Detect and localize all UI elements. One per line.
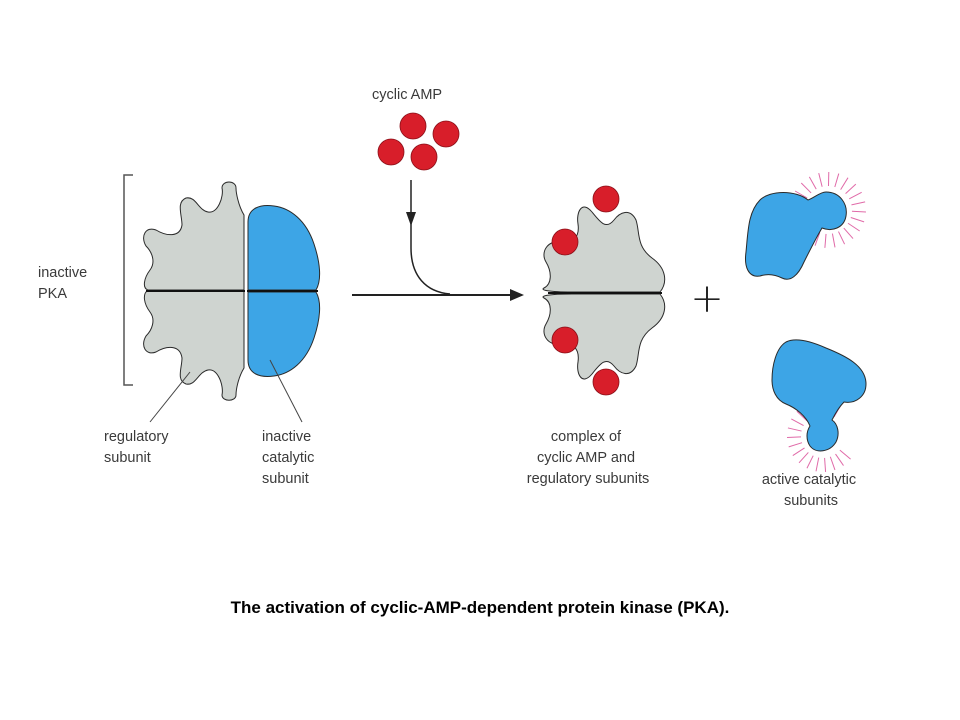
cyclic-amp-molecules bbox=[377, 112, 460, 171]
activity-glow-ray bbox=[831, 233, 836, 248]
activity-glow-ray bbox=[834, 173, 840, 188]
active-catalytic-top-body bbox=[745, 191, 847, 280]
activity-glow-ray bbox=[814, 232, 821, 246]
camp-arrow-head bbox=[406, 212, 416, 226]
activity-glow-ray bbox=[787, 436, 802, 438]
active-catalytic-subunit-top bbox=[745, 171, 866, 280]
activity-glow-ray bbox=[829, 456, 836, 471]
inactive-catalytic-subunit-label: inactive catalytic subunit bbox=[262, 429, 318, 487]
activity-glow-ray bbox=[791, 418, 804, 427]
regulatory-subunit-label-line1: regulatory bbox=[104, 429, 169, 445]
activity-glow-ray bbox=[851, 210, 866, 213]
bound-camp-molecule bbox=[592, 368, 620, 396]
activity-glow-ray bbox=[847, 222, 860, 232]
plus-sign: + bbox=[690, 276, 724, 322]
regulatory-subunit-label-line2: subunit bbox=[104, 450, 151, 466]
regulatory-subunit-bottom bbox=[143, 289, 245, 401]
bound-camp-molecules bbox=[551, 185, 620, 396]
active-catalytic-bottom-body bbox=[771, 339, 867, 452]
catalytic-subunit-top bbox=[247, 205, 321, 291]
activity-glow-ray bbox=[840, 177, 849, 190]
inactive-pka-label: inactive PKA bbox=[38, 265, 91, 302]
figure-caption: The activation of cyclic-AMP-dependent p… bbox=[231, 598, 730, 617]
activity-glow-ray bbox=[788, 442, 803, 448]
activity-glow-ray bbox=[794, 190, 808, 199]
complex-label-line2: cyclic AMP and bbox=[537, 450, 635, 466]
catalytic-leader-line bbox=[269, 359, 303, 423]
activity-glow-ray bbox=[849, 191, 862, 200]
inactive-catalytic-subunits bbox=[247, 205, 321, 377]
activity-glow-ray bbox=[800, 182, 812, 194]
activity-glow-ray bbox=[838, 231, 846, 245]
camp-molecule bbox=[410, 143, 438, 171]
activity-glow-ray bbox=[824, 457, 827, 472]
camp-regulatory-complex bbox=[542, 206, 666, 380]
activity-glow-ray bbox=[798, 452, 809, 464]
regulatory-subunit-label: regulatory subunit bbox=[104, 429, 173, 466]
active-catalytic-subunits-label: active catalytic subunits bbox=[762, 472, 860, 509]
activity-glow-ray bbox=[796, 410, 808, 422]
complex-label-line3: regulatory subunits bbox=[527, 471, 650, 487]
activity-glow-ray bbox=[806, 455, 814, 469]
activity-glow-ray bbox=[839, 449, 851, 460]
activity-glow-ray bbox=[845, 183, 857, 195]
inactive-regulatory-subunits bbox=[143, 181, 245, 401]
camp-molecule bbox=[399, 112, 427, 140]
activity-glow-ray bbox=[824, 233, 827, 248]
regulatory-leader-line bbox=[149, 371, 191, 423]
inactive-pka-label-line2: PKA bbox=[38, 286, 67, 302]
activity-glow bbox=[794, 171, 866, 248]
complex-regulatory-top bbox=[542, 206, 666, 293]
activity-glow-ray bbox=[792, 447, 805, 456]
complex-regulatory-bottom bbox=[542, 293, 666, 380]
camp-molecule bbox=[432, 120, 460, 148]
activity-glow-ray bbox=[851, 201, 866, 206]
activity-glow-ray bbox=[808, 176, 817, 190]
camp-molecule bbox=[377, 138, 405, 166]
bound-camp-molecule bbox=[551, 326, 579, 354]
inactive-catalytic-label-line1: inactive bbox=[262, 429, 311, 445]
activity-glow-ray bbox=[850, 217, 865, 223]
activity-glow-ray bbox=[815, 457, 820, 472]
regulatory-subunit-top bbox=[143, 181, 245, 291]
bound-camp-molecule bbox=[551, 228, 579, 256]
active-catalytic-subunit-bottom bbox=[771, 339, 867, 472]
inactive-pka-label-line1: inactive bbox=[38, 265, 87, 281]
activity-glow-ray bbox=[843, 227, 854, 239]
active-catalytic-label-line2: subunits bbox=[784, 493, 838, 509]
reaction-arrow-head bbox=[510, 289, 524, 301]
active-catalytic-label-line1: active catalytic bbox=[762, 472, 856, 488]
activity-glow-ray bbox=[818, 173, 823, 187]
activity-glow-ray bbox=[835, 453, 844, 466]
cyclic-amp-label: cyclic AMP bbox=[372, 87, 442, 103]
bound-camp-molecule bbox=[592, 185, 620, 213]
complex-label-line1: complex of bbox=[551, 429, 622, 445]
camp-incoming-arrow bbox=[410, 180, 451, 295]
activity-glow-ray bbox=[787, 427, 802, 432]
catalytic-subunit-bottom bbox=[247, 291, 321, 377]
inactive-pka-bracket bbox=[123, 174, 133, 386]
complex-label: complex of cyclic AMP and regulatory sub… bbox=[527, 429, 650, 487]
inactive-catalytic-label-line3: subunit bbox=[262, 471, 309, 487]
inactive-catalytic-label-line2: catalytic bbox=[262, 450, 314, 466]
